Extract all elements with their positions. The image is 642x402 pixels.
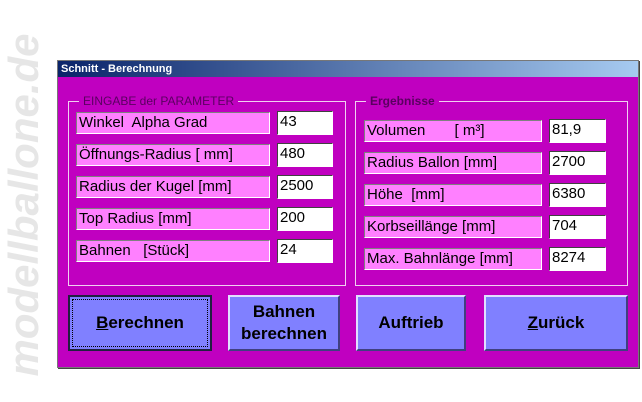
label: erechnen [108, 313, 184, 332]
bahnen-berechnen-button[interactable]: Bahnen berechnen [228, 295, 340, 351]
result_group-label: Höhe [mm] [364, 184, 542, 206]
result_group-label: Radius Ballon [mm] [364, 152, 542, 174]
input_group-value-field[interactable]: 200 [277, 207, 333, 231]
title-bar: Schnitt - Berechnung [58, 61, 638, 77]
watermark: modellballone.de [0, 33, 47, 377]
result_group-value-field[interactable]: 6380 [549, 183, 606, 207]
accel-b: B [96, 313, 109, 332]
accel-z: Z [527, 313, 539, 332]
input_group-value-field[interactable]: 43 [277, 111, 333, 135]
results-group-title: Ergebnisse [366, 94, 439, 108]
result_group-value-field[interactable]: 704 [549, 215, 606, 239]
input_group-label: Top Radius [mm] [76, 208, 270, 230]
dialog-window: Schnitt - Berechnung EINGABE der PARAMET… [57, 60, 639, 368]
label: urück [538, 313, 585, 332]
input_group-label: Bahnen [Stück] [76, 240, 270, 262]
input_group-label: Öffnungs-Radius [ mm] [76, 144, 270, 166]
auftrieb-button[interactable]: Auftrieb [356, 295, 466, 351]
input-group-title: EINGABE der PARAMETER [79, 94, 239, 108]
result_group-value-field[interactable]: 8274 [549, 247, 606, 271]
label-line1: Bahnen [252, 302, 316, 321]
result_group-label: Volumen [ m³] [364, 120, 542, 142]
result_group-label: Korbseillänge [mm] [364, 216, 542, 238]
result_group-label: Max. Bahnlänge [mm] [364, 248, 542, 270]
result_group-value-field[interactable]: 81,9 [549, 119, 606, 143]
results-group: Ergebnisse [355, 94, 628, 286]
input-parameters-group: EINGABE der PARAMETER [68, 94, 346, 286]
result_group-value-field[interactable]: 2700 [549, 151, 606, 175]
label-line2: berechnen [241, 324, 327, 343]
zurueck-button[interactable]: Zurück [484, 295, 628, 351]
input_group-value-field[interactable]: 24 [277, 239, 333, 263]
input_group-value-field[interactable]: 2500 [277, 175, 333, 199]
berechnen-button[interactable]: Berechnen [68, 295, 212, 351]
input_group-label: Radius der Kugel [mm] [76, 176, 270, 198]
input_group-label: Winkel Alpha Grad [76, 112, 270, 134]
input_group-value-field[interactable]: 480 [277, 143, 333, 167]
